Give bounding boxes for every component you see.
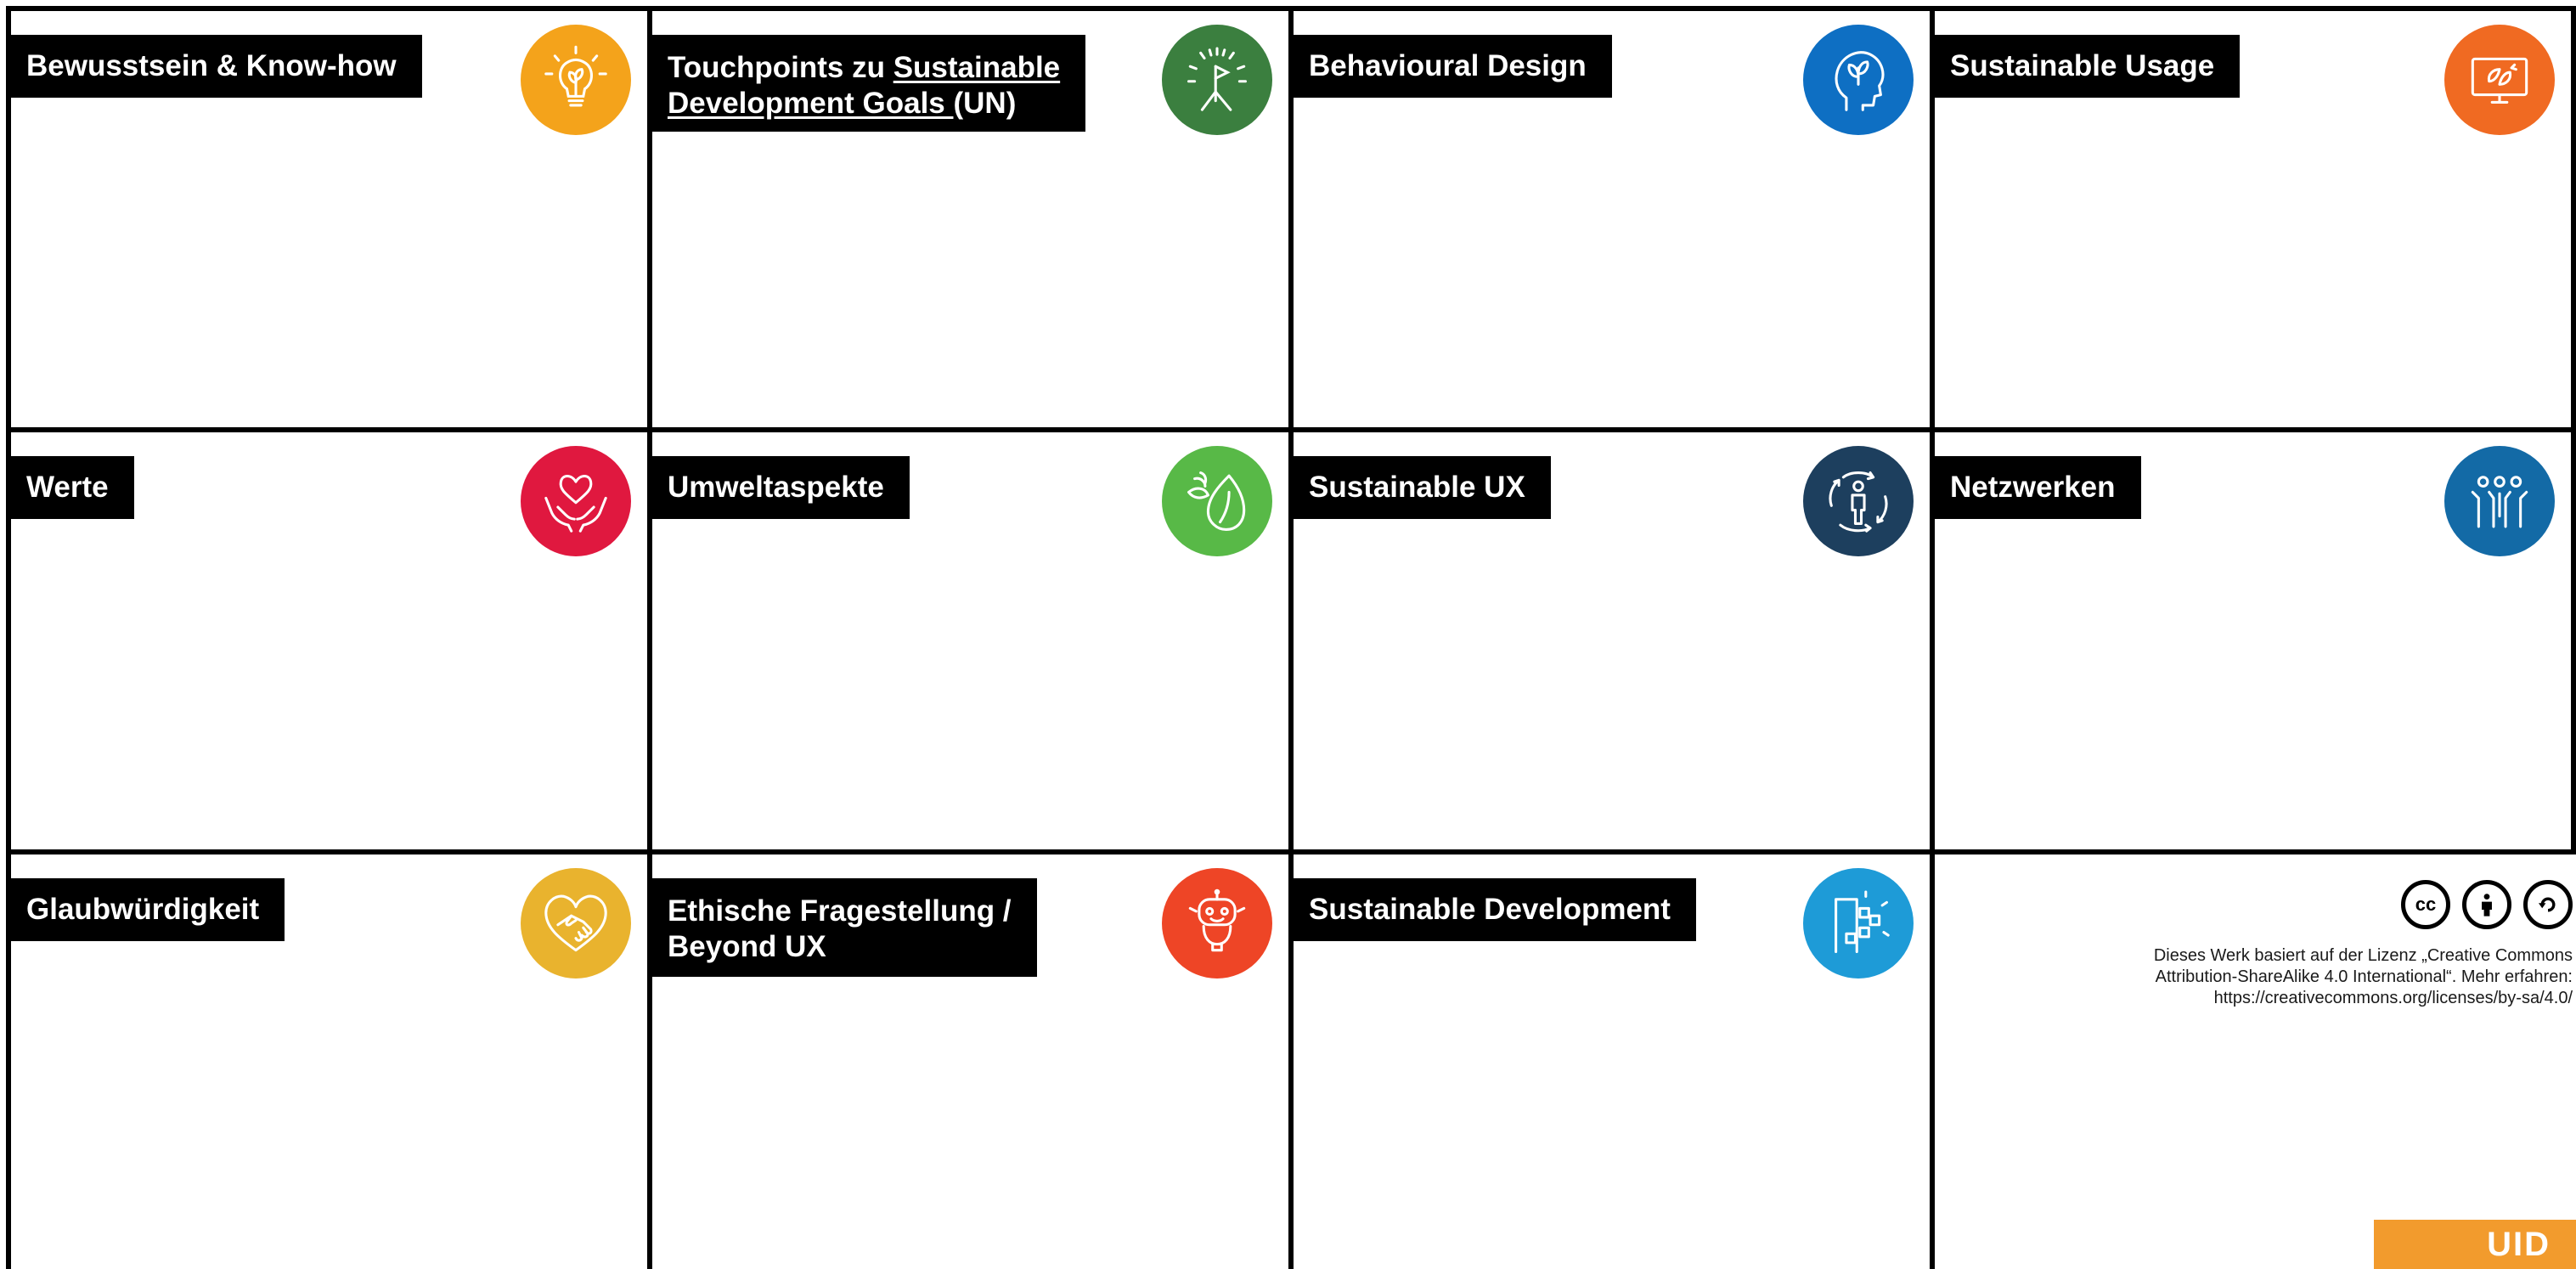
cell-glaubwuerdigkeit[interactable]: Glaubwürdigkeit bbox=[6, 849, 647, 1269]
cell-label: Bewusstsein & Know-how bbox=[11, 35, 422, 98]
license-line: Attribution-ShareAlike 4.0 International… bbox=[2155, 967, 2573, 986]
sdg-link[interactable]: Development Goals bbox=[668, 87, 954, 120]
cell-label: Sustainable Development bbox=[1294, 878, 1696, 941]
cell-behavioural-design[interactable]: Behavioural Design bbox=[1288, 6, 1930, 427]
cell-label-text: (UN) bbox=[953, 87, 1017, 120]
cell-label: Behavioural Design bbox=[1294, 35, 1612, 98]
cell-touchpoints-sdg[interactable]: Touchpoints zu Sustainable Development G… bbox=[647, 6, 1288, 427]
license-url[interactable]: https://creativecommons.org/licenses/by-… bbox=[2213, 989, 2573, 1007]
leaf-drop-icon bbox=[1162, 446, 1272, 556]
grid-line bbox=[1930, 6, 1935, 1269]
heart-hands-icon bbox=[521, 446, 631, 556]
sdg-link[interactable]: Sustainable bbox=[893, 51, 1061, 84]
lightbulb-icon bbox=[521, 25, 631, 135]
attribution-icon bbox=[2462, 880, 2511, 929]
cell-label: Sustainable Usage bbox=[1935, 35, 2241, 98]
grid-line bbox=[6, 6, 11, 1269]
monitor-leaves-icon bbox=[2444, 25, 2555, 135]
cell-label: Netzwerken bbox=[1935, 456, 2141, 519]
uid-logo: UID bbox=[2374, 1220, 2576, 1269]
cell-umweltaspekte[interactable]: Umweltaspekte bbox=[647, 427, 1288, 849]
cell-sustainable-ux[interactable]: Sustainable UX bbox=[1288, 427, 1930, 849]
sdg-flag-icon bbox=[1162, 25, 1272, 135]
cell-label-line: Beyond UX bbox=[668, 930, 826, 963]
cc-icon: cc bbox=[2401, 880, 2450, 929]
cell-werte[interactable]: Werte bbox=[6, 427, 647, 849]
cell-sustainable-usage[interactable]: Sustainable Usage bbox=[1930, 6, 2576, 427]
grid-line bbox=[1288, 6, 1294, 1269]
grid-line bbox=[2571, 6, 2576, 852]
building-blocks-icon bbox=[1803, 868, 1914, 979]
uid-logo-text: UID bbox=[2487, 1225, 2551, 1263]
cell-ethische-fragestellung[interactable]: Ethische Fragestellung / Beyond UX bbox=[647, 849, 1288, 1269]
cell-label: Ethische Fragestellung / Beyond UX bbox=[652, 878, 1037, 977]
cell-netzwerken[interactable]: Netzwerken bbox=[1930, 427, 2576, 849]
cell-label-line: Ethische Fragestellung / bbox=[668, 894, 1012, 928]
sharealike-icon bbox=[2523, 880, 2573, 929]
cell-label: Sustainable UX bbox=[1294, 456, 1551, 519]
license-text: Dieses Werk basiert auf der Lizenz „Crea… bbox=[2097, 945, 2573, 1009]
cell-label-text: Touchpoints zu bbox=[668, 51, 893, 84]
handshake-heart-icon bbox=[521, 868, 631, 979]
cell-label: Werte bbox=[11, 456, 134, 519]
cell-label: Touchpoints zu Sustainable Development G… bbox=[652, 35, 1086, 132]
grid-line bbox=[647, 6, 652, 1269]
people-network-icon bbox=[2444, 446, 2555, 556]
cell-label: Glaubwürdigkeit bbox=[11, 878, 285, 941]
license-line: Dieses Werk basiert auf der Lizenz „Crea… bbox=[2153, 946, 2573, 965]
cc-license-icons[interactable]: cc bbox=[2401, 880, 2573, 929]
robot-icon bbox=[1162, 868, 1272, 979]
cell-bewusstsein[interactable]: Bewusstsein & Know-how bbox=[6, 6, 647, 427]
canvas-grid bbox=[6, 6, 2576, 1269]
cell-sustainable-development[interactable]: Sustainable Development bbox=[1288, 849, 1930, 1269]
cell-label: Umweltaspekte bbox=[652, 456, 910, 519]
person-cycle-icon bbox=[1803, 446, 1914, 556]
head-leaves-icon bbox=[1803, 25, 1914, 135]
